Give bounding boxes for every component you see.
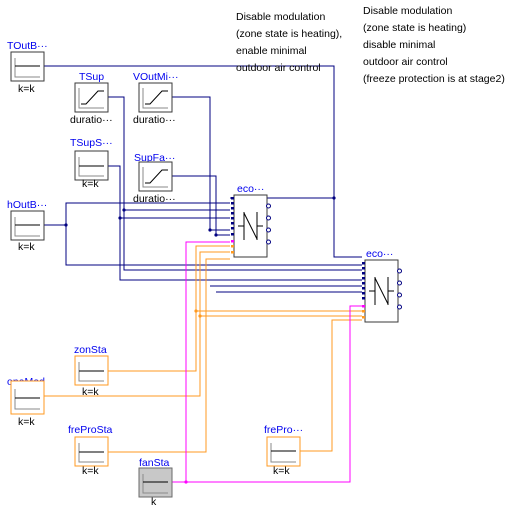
block-toutbor[interactable]: TOutB··· k=k — [7, 40, 48, 95]
note1-line-3: enable minimal — [236, 45, 307, 57]
ramp-icon — [142, 167, 168, 188]
block-opemod[interactable]: opeMod k=k — [7, 376, 45, 428]
wire-supfan[interactable] — [172, 175, 362, 293]
constant-icon — [270, 443, 296, 463]
block-supfan[interactable]: SupFa··· duratio··· — [133, 152, 176, 205]
output-ports — [397, 268, 402, 310]
block-eco-2[interactable]: eco··· — [362, 248, 402, 323]
boolean-constant-icon — [142, 474, 168, 494]
block-label-eco-1: eco··· — [237, 183, 264, 195]
block-houtbor[interactable]: hOutB··· k=k — [7, 199, 47, 253]
note2-line-5: (freeze protection is at stage2) — [363, 73, 505, 85]
block-label-eco-2: eco··· — [366, 248, 393, 260]
block-tsup[interactable]: TSup duratio··· — [70, 71, 113, 126]
note1-line-2: (zone state is heating), — [236, 28, 342, 40]
output-ports — [266, 203, 271, 245]
block-param-fansta: k — [151, 496, 157, 508]
connection-dots — [64, 196, 336, 484]
wire-tsupset[interactable] — [108, 165, 362, 281]
block-label-freprosta-2: frePro··· — [264, 424, 303, 436]
block-param-toutbor: k=k — [18, 83, 35, 95]
wire-fansta[interactable] — [172, 241, 362, 483]
block-freprosta-2[interactable]: frePro··· k=k — [264, 424, 303, 477]
block-param-voutmin: duratio··· — [133, 114, 176, 126]
constant-icon — [14, 389, 40, 410]
block-voutmin[interactable]: VOutMi··· duratio··· — [133, 71, 179, 126]
input-ports — [362, 262, 365, 319]
block-param-tsup: duratio··· — [70, 114, 113, 126]
block-param-freprosta: k=k — [82, 465, 99, 477]
block-tsupset[interactable]: TSupS··· k=k — [70, 137, 113, 190]
wire-freprosta[interactable] — [108, 258, 230, 453]
ramp-icon — [142, 88, 168, 109]
connections — [44, 65, 362, 484]
constant-icon — [78, 362, 104, 382]
annotation-note-2: Disable modulation (zone state is heatin… — [363, 5, 505, 85]
block-label-tsup: TSup — [79, 71, 104, 83]
block-param-houtbor: k=k — [18, 241, 35, 253]
block-eco-1[interactable]: eco··· — [231, 183, 271, 258]
note2-line-1: Disable modulation — [363, 5, 452, 17]
constant-icon — [78, 443, 104, 463]
constant-icon — [14, 58, 40, 78]
damper-icon — [369, 277, 394, 305]
block-label-zonsta: zonSta — [74, 344, 107, 356]
block-fansta[interactable]: fanSta k — [138, 457, 173, 508]
block-param-tsupset: k=k — [82, 178, 99, 190]
wire-voutmin[interactable] — [172, 96, 362, 287]
note2-line-3: disable minimal — [363, 39, 435, 51]
block-label-tsupset: TSupS··· — [70, 137, 113, 149]
block-label-houtbor: hOutB··· — [7, 199, 47, 211]
block-label-toutbor: TOutB··· — [7, 40, 48, 52]
block-param-zonsta: k=k — [82, 386, 99, 398]
constant-icon — [78, 157, 104, 177]
wire-zonsta[interactable] — [108, 245, 362, 372]
constant-icon — [14, 217, 40, 237]
input-ports — [231, 197, 234, 254]
block-freprosta[interactable]: freProSta k=k — [68, 424, 113, 477]
ramp-icon — [78, 88, 104, 109]
block-label-fansta: fanSta — [139, 457, 170, 469]
annotation-note-1: Disable modulation (zone state is heatin… — [236, 11, 342, 74]
block-label-supfan: SupFa··· — [134, 152, 175, 164]
block-label-voutmin: VOutMi··· — [133, 71, 179, 83]
note2-line-2: (zone state is heating) — [363, 22, 466, 34]
damper-icon — [238, 212, 263, 240]
note1-line-4: outdoor air control — [236, 62, 321, 74]
wire-opemod[interactable] — [44, 251, 362, 397]
block-param-freprosta-2: k=k — [273, 465, 290, 477]
note1-line-1: Disable modulation — [236, 11, 325, 23]
wire-freprosta2[interactable] — [300, 319, 362, 452]
block-param-supfan: duratio··· — [133, 193, 176, 205]
wire-tsup[interactable] — [108, 96, 362, 271]
block-param-opemod: k=k — [18, 416, 35, 428]
block-zonsta[interactable]: zonSta k=k — [74, 344, 109, 398]
block-label-freprosta: freProSta — [68, 424, 113, 436]
wire-houtbor[interactable] — [44, 202, 362, 266]
note2-line-4: outdoor air control — [363, 56, 448, 68]
